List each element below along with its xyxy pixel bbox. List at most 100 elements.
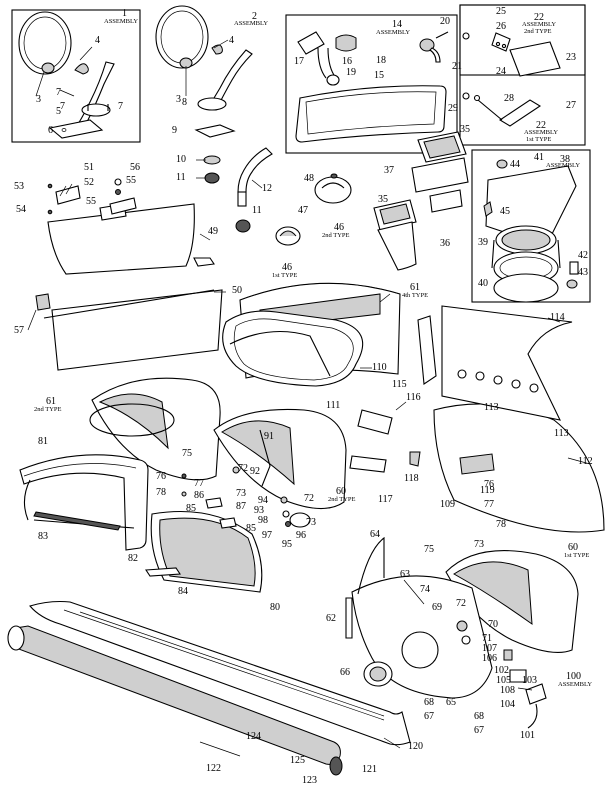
label-71: 71 <box>482 633 492 644</box>
label-7c: 7 <box>118 101 123 112</box>
heater-60-1st <box>445 550 579 653</box>
label-7b: 7 <box>60 101 65 112</box>
label-123: 123 <box>302 775 317 786</box>
label-73: 73 <box>236 488 246 499</box>
mirror-bracket-20-21 <box>419 31 449 63</box>
parcel-tray-120 <box>29 600 411 746</box>
glovebox-tray-35-37 <box>411 131 469 213</box>
label-93: 93 <box>254 505 264 516</box>
hinge-parts-51-56 <box>47 178 137 215</box>
heater-shroud-60-2nd <box>213 408 347 510</box>
label-70: 70 <box>488 619 498 630</box>
label-17: 17 <box>294 56 304 67</box>
label-114: 114 <box>550 312 565 323</box>
label-77: 77 <box>194 478 204 489</box>
label-121: 121 <box>362 764 377 775</box>
label-112: 112 <box>578 456 593 467</box>
label-61b: 61 <box>46 396 56 407</box>
label-124: 124 <box>246 731 261 742</box>
label-2: 2 <box>252 11 257 22</box>
glovebox-side-62-65 <box>345 536 493 699</box>
panel-80 <box>145 510 263 593</box>
label-78: 78 <box>156 487 166 498</box>
side-panel-112 <box>433 403 605 533</box>
label-36: 36 <box>440 238 450 249</box>
sublabel-60-2nd-type: 2nd TYPE <box>328 496 356 503</box>
label-6: 6 <box>48 125 53 136</box>
label-72b: 72 <box>304 493 314 504</box>
mirror-assembly-1 <box>18 11 115 139</box>
label-42: 42 <box>578 250 588 261</box>
control-assembly-100 <box>503 649 547 729</box>
frame-assembly-14 <box>285 14 458 154</box>
label-77b: 77 <box>484 499 494 510</box>
label-86: 86 <box>194 490 204 501</box>
label-55b: 55 <box>126 175 136 186</box>
panel-114 <box>441 305 573 421</box>
label-67: 67 <box>424 711 434 722</box>
label-22b: 22 <box>536 120 546 131</box>
label-103: 103 <box>522 675 537 686</box>
label-75: 75 <box>182 448 192 459</box>
sublabel-46b-1st-type: 1st TYPE <box>272 272 298 279</box>
label-60: 60 <box>336 486 346 497</box>
sublabel-46-2nd-type: 2nd TYPE <box>322 232 350 239</box>
frame-assembly-1 <box>11 9 141 143</box>
label-40: 40 <box>478 278 488 289</box>
label-57: 57 <box>14 325 24 336</box>
label-97: 97 <box>262 530 272 541</box>
label-95: 95 <box>282 539 292 550</box>
label-23: 23 <box>566 52 576 63</box>
label-82: 82 <box>128 553 138 564</box>
label-4b: 4 <box>229 35 234 46</box>
label-107: 107 <box>482 643 497 654</box>
frame-assembly-22 <box>459 4 586 146</box>
label-14: 14 <box>392 19 402 30</box>
label-108: 108 <box>500 685 515 696</box>
label-87: 87 <box>236 501 246 512</box>
duct-35-36 <box>373 199 417 271</box>
sublabel-2-assembly: ASSEMBLY <box>234 20 269 27</box>
label-110: 110 <box>372 362 387 373</box>
label-60b: 60 <box>568 542 578 553</box>
label-20: 20 <box>440 16 450 27</box>
sublabel-61b-2nd-type: 2nd TYPE <box>34 406 62 413</box>
label-68: 68 <box>424 697 434 708</box>
label-74: 74 <box>420 584 430 595</box>
label-39: 39 <box>478 237 488 248</box>
label-98: 98 <box>258 515 268 526</box>
label-26: 26 <box>496 21 506 32</box>
sublabel-14-assembly: ASSEMBLY <box>376 29 411 36</box>
duct-61-2nd <box>89 377 221 481</box>
label-21: 21 <box>452 61 462 72</box>
mirror-assembly-2 <box>155 5 273 233</box>
label-100: 100 <box>566 671 581 682</box>
label-22: 22 <box>534 12 544 23</box>
surround-81-82 <box>19 454 149 551</box>
label-1: 1 <box>122 8 127 19</box>
label-85: 85 <box>186 503 196 514</box>
label-51: 51 <box>84 162 94 173</box>
label-19: 19 <box>346 67 356 78</box>
label-94: 94 <box>258 495 268 506</box>
label-76: 76 <box>156 471 166 482</box>
label-106: 106 <box>482 653 497 664</box>
leader-lines <box>27 39 591 757</box>
label-46b: 46 <box>282 262 292 273</box>
label-111: 111 <box>326 400 341 411</box>
label-62: 62 <box>326 613 336 624</box>
label-125: 125 <box>290 755 305 766</box>
label-3b: 3 <box>176 94 181 105</box>
label-119: 119 <box>480 485 495 496</box>
ventilator-assembly-38 <box>483 159 579 303</box>
label-46: 46 <box>334 222 344 233</box>
label-67b: 67 <box>474 725 484 736</box>
fixings-85-98 <box>181 466 311 529</box>
sublabel-1-assembly: ASSEMBLY <box>104 18 139 25</box>
sublabel-60b-1st-type: 1st TYPE <box>564 552 590 559</box>
label-52: 52 <box>84 177 94 188</box>
label-35b: 35 <box>378 194 388 205</box>
label-25: 25 <box>496 6 506 17</box>
sublabel-38-assembly: ASSEMBLY <box>546 162 581 169</box>
